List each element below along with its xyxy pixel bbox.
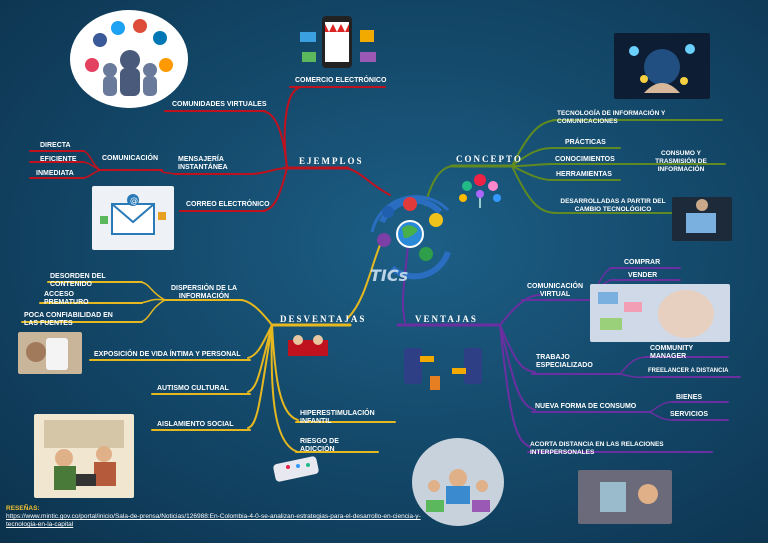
consumo-label: CONSUMO Y TRASMISIÓN DE INFORMACIÓN — [655, 150, 707, 173]
aislamiento-label: AISLAMIENTO SOCIAL — [157, 421, 234, 428]
tics-logo-text: TICs — [370, 266, 409, 285]
ventajas-header: VENTAJAS — [415, 314, 478, 324]
addiction-phone-image — [268, 452, 326, 486]
trabajo-especializado-label: TRABAJO ESPECIALIZADO — [536, 354, 593, 369]
comprar-label: COMPRAR — [624, 259, 661, 266]
desorden-label: DESORDEN DEL CONTENIDO — [50, 273, 106, 288]
nueva-forma-consumo-label: NUEVA FORMA DE CONSUMO — [535, 403, 637, 410]
sources-block: RESEÑAS: https://www.mintic.gov.co/porta… — [6, 505, 446, 529]
tics-logo — [370, 195, 451, 280]
mensajeria-instantanea-label: MENSAJERÍA INSTANTÁNEA — [178, 156, 228, 171]
exposicion-label: EXPOSICIÓN DE VIDA ÍNTIMA Y PERSONAL — [94, 351, 241, 358]
svg-text:@: @ — [130, 196, 138, 205]
phone-privacy-image — [18, 332, 82, 374]
comercio-electronico-label: COMERCIO ELECTRÓNICO — [295, 77, 387, 84]
inmediata-label: INMEDIATA — [36, 170, 74, 177]
sources-title: RESEÑAS: — [6, 505, 40, 512]
virtual-communication-image — [590, 284, 730, 342]
isolation-image — [34, 414, 134, 498]
relationships-image — [578, 470, 672, 524]
online-store-image — [290, 12, 385, 72]
poca-confiabilidad-label: POCA CONFIABILIDAD EN LAS FUENTES — [24, 312, 113, 327]
dispersion-label: DISPERSIÓN DE LA INFORMACIÓN — [170, 285, 238, 300]
hiperestimulacion-label: HIPERESTIMULACIÓN INFANTIL — [300, 410, 375, 425]
conocimientos-label: CONOCIMIENTOS — [555, 156, 615, 163]
acceso-label: ACCESO PREMATURO — [44, 291, 89, 306]
network-tree-image — [455, 168, 505, 210]
comunidades-connector — [261, 110, 288, 169]
comunicacion-virtual-label: COMUNICACIÓN VIRTUAL — [527, 283, 583, 298]
email-image: @ — [92, 186, 174, 250]
comunicacion-label: COMUNICACIÓN — [102, 155, 158, 162]
practicas-label: PRÁCTICAS — [565, 139, 606, 146]
ejemplos-header: EJEMPLOS — [299, 156, 364, 166]
comunidades-virtuales-label: COMUNIDADES VIRTUALES — [172, 101, 267, 108]
handshake-commerce-image — [402, 338, 484, 398]
bienes-label: BIENES — [676, 394, 703, 401]
virtual-meeting-image — [412, 438, 504, 526]
social-network-image — [70, 10, 188, 108]
autismo-label: AUTISMO CULTURAL — [157, 385, 229, 392]
riesgo-adiccion-label: RIESGO DE ADICCIÓN — [300, 438, 339, 453]
desventajas-header: DESVENTAJAS — [280, 314, 367, 324]
technology-hand-image — [614, 33, 710, 99]
servicios-label: SERVICIOS — [670, 411, 708, 418]
sources-link[interactable]: https://www.mintic.gov.co/portal/inicio/… — [6, 513, 421, 528]
businessman-tablet-image — [672, 197, 732, 241]
desarrolladas-label: DESARROLLADAS A PARTIR DEL CAMBIO TECNOL… — [560, 198, 666, 213]
tecnologia-label: TECNOLOGÍA DE INFORMACIÓN Y COMUNICACION… — [557, 110, 666, 125]
correo-electronico-label: CORREO ELECTRÓNICO — [186, 201, 270, 208]
eficiente-label: EFICIENTE — [40, 156, 77, 163]
acorta-distancia-label: ACORTA DISTANCIA EN LAS RELACIONES INTER… — [530, 441, 664, 456]
community-manager-label: COMMUNITY MANAGER — [650, 345, 694, 360]
vender-label: VENDER — [628, 272, 658, 279]
concepto-header: CONCEPTO — [456, 154, 523, 164]
social-media-disadvantage-image — [280, 330, 336, 360]
herramientas-label: HERRAMIENTAS — [556, 171, 612, 178]
comercio-connector — [283, 86, 301, 169]
freelancer-label: FREELANCER A DISTANCIA — [648, 368, 729, 374]
directa-label: DIRECTA — [40, 142, 71, 149]
